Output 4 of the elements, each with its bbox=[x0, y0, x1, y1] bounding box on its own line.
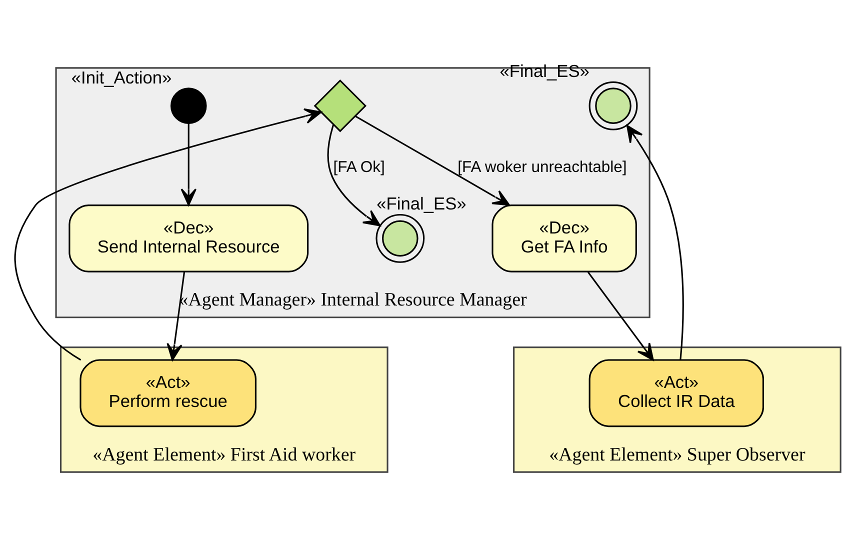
node-label: «Final_ES» bbox=[376, 193, 466, 214]
node-label: «Init_Action» bbox=[71, 66, 172, 87]
edge-label: [FA woker unreachtable] bbox=[458, 158, 627, 176]
edge-label: [FA Ok] bbox=[333, 158, 385, 176]
